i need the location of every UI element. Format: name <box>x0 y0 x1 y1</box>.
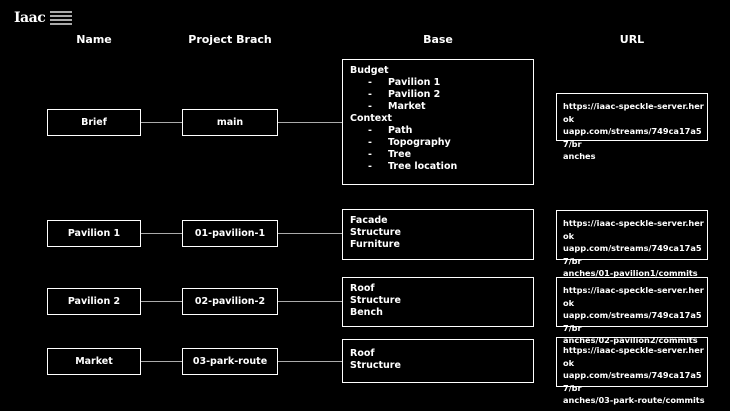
branch-box-02-pavilion-2: 02-pavilion-2 <box>182 288 278 315</box>
url-line: uapp.com/streams/749ca17a57/br <box>563 126 702 149</box>
name-box-market: Market <box>47 348 141 375</box>
base-item: -Topography <box>368 137 451 148</box>
url-box-pavilion-1[interactable]: https://iaac-speckle-server.herok uapp.c… <box>556 210 708 278</box>
base-item: -Pavilion 2 <box>368 89 441 100</box>
url-line: https://iaac-speckle-server.herok <box>563 285 704 308</box>
url-line: uapp.com/streams/749ca17a57/br <box>563 370 702 393</box>
url-line: https://iaac-speckle-server.herok <box>563 345 704 368</box>
url-line: https://iaac-speckle-server.herok <box>563 218 704 241</box>
url-line: anches/03-park-route/commits <box>563 395 705 405</box>
url-line: uapp.com/streams/749ca17a57/br <box>563 310 702 333</box>
connector-line <box>278 361 342 362</box>
url-box-market[interactable]: https://iaac-speckle-server.herok uapp.c… <box>556 337 708 405</box>
url-line: https://iaac-speckle-server.herok <box>563 101 704 124</box>
base-item: Bench <box>350 307 383 318</box>
base-item: -Tree <box>368 149 412 160</box>
base-box-pavilion-1: Facade Structure Furniture <box>342 209 534 260</box>
connector-line <box>278 301 342 302</box>
branch-box-main: main <box>182 109 278 136</box>
logo-subtitle-graphic <box>50 10 73 26</box>
url-box-pavilion-2[interactable]: https://iaac-speckle-server.herok uapp.c… <box>556 277 708 345</box>
branch-box-03-park-route: 03-park-route <box>182 348 278 375</box>
connector-line <box>278 122 342 123</box>
base-item: -Tree location <box>368 161 458 172</box>
base-item: Structure <box>350 295 401 306</box>
base-item: Structure <box>350 227 401 238</box>
base-item: Roof <box>350 283 375 294</box>
iaac-logo: Iaac <box>14 10 73 26</box>
name-box-pavilion-2: Pavilion 2 <box>47 288 141 315</box>
branch-box-01-pavilion-1: 01-pavilion-1 <box>182 220 278 247</box>
header-url: URL <box>619 33 645 46</box>
base-item: Structure <box>350 360 401 371</box>
base-item: -Pavilion 1 <box>368 77 441 88</box>
url-box-brief[interactable]: https://iaac-speckle-server.herok uapp.c… <box>556 93 708 161</box>
url-line: anches <box>563 151 596 161</box>
url-line: anches/02-pavilion2/commits <box>563 335 698 345</box>
base-group-title: Budget <box>350 65 389 76</box>
base-item: Furniture <box>350 239 400 250</box>
connector-line <box>141 301 182 302</box>
connector-line <box>278 233 342 234</box>
base-item: Roof <box>350 348 375 359</box>
header-base: Base <box>423 33 453 46</box>
base-box-pavilion-2: Roof Structure Bench <box>342 277 534 327</box>
header-name: Name <box>76 33 112 46</box>
base-box-brief: Budget -Pavilion 1 -Pavilion 2 -Market C… <box>342 59 534 185</box>
url-line: anches/01-pavilion1/commits <box>563 268 698 278</box>
base-group-title: Context <box>350 113 392 124</box>
base-item: -Market <box>368 101 426 112</box>
header-branch: Project Brach <box>188 33 272 46</box>
connector-line <box>141 233 182 234</box>
connector-line <box>141 361 182 362</box>
name-box-brief: Brief <box>47 109 141 136</box>
base-item: -Path <box>368 125 413 136</box>
connector-line <box>141 122 182 123</box>
name-box-pavilion-1: Pavilion 1 <box>47 220 141 247</box>
logo-wordmark: Iaac <box>14 10 46 26</box>
base-box-market: Roof Structure <box>342 339 534 383</box>
url-line: uapp.com/streams/749ca17a57/br <box>563 243 702 266</box>
base-item: Facade <box>350 215 388 226</box>
